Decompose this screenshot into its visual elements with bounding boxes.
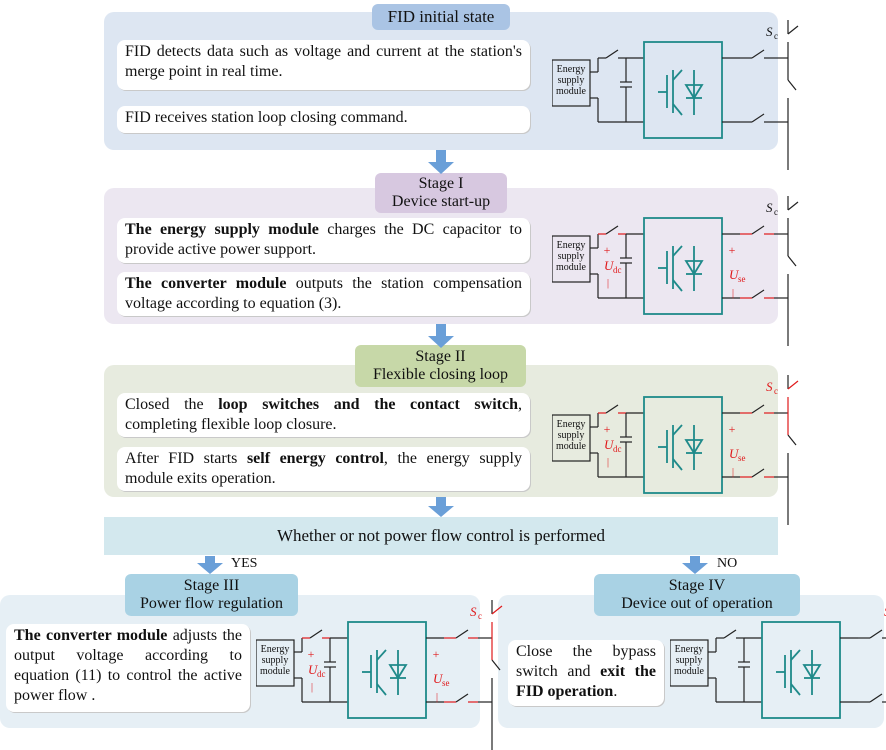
yes-label: YES <box>231 556 258 571</box>
converter-box <box>643 396 723 494</box>
esm-label-3: module <box>674 666 705 677</box>
udc-label: U <box>308 662 319 677</box>
flow-arrows <box>197 150 708 574</box>
arrow-0-1 <box>428 150 454 174</box>
udc-plus: + <box>604 243 611 257</box>
use-sub: se <box>442 678 450 688</box>
esm-label-3: module <box>260 666 291 677</box>
use-plus: + <box>729 243 736 257</box>
use-label: U <box>729 267 740 282</box>
sc-label: S <box>470 604 477 619</box>
arrow-2-decision <box>428 497 454 517</box>
udc-label: U <box>604 437 615 452</box>
sc-sub: c <box>774 207 778 217</box>
stage-2-text-2: After FID starts self energy control, th… <box>117 447 530 491</box>
use-sub: se <box>738 453 746 463</box>
esm-label-1: Energy <box>557 240 586 251</box>
sc-sub: c <box>774 386 778 396</box>
udc-plus: + <box>308 647 315 661</box>
udc-label: U <box>604 258 615 273</box>
use-sub: se <box>738 274 746 284</box>
esm-label-3: module <box>556 441 587 452</box>
no-label: NO <box>717 556 738 571</box>
sc-label: S <box>884 604 886 619</box>
udc-sub: dc <box>317 669 326 679</box>
esm-label-2: supply <box>558 75 585 86</box>
converter-box <box>643 41 723 139</box>
stage-3-text: The converter module adjusts the output … <box>6 624 250 712</box>
arrow-1-2 <box>428 324 454 348</box>
stage-4-text: Close the bypass switch and exit the FID… <box>508 640 664 706</box>
udc-minus: | <box>311 682 313 693</box>
arrow-yes <box>197 556 223 574</box>
converter-box <box>347 621 427 719</box>
esm-label-2: supply <box>558 430 585 441</box>
converter-box <box>643 217 723 315</box>
arrow-no <box>682 556 708 574</box>
energy-supply-module-box <box>670 639 709 687</box>
udc-plus: + <box>604 422 611 436</box>
esm-label-2: supply <box>558 251 585 262</box>
udc-minus: | <box>607 278 609 289</box>
sc-sub: c <box>774 31 778 41</box>
esm-label-1: Energy <box>675 644 704 655</box>
stage-2-text-1: Closed the loop switches and the contact… <box>117 393 530 437</box>
sc-sub: c <box>478 611 482 621</box>
sc-label: S <box>766 24 773 39</box>
energy-supply-module-box <box>552 235 591 283</box>
energy-supply-module-box <box>256 639 295 687</box>
stage-1-text-1: The energy supply module charges the DC … <box>117 218 530 263</box>
stage-0-text-2: FID receives station loop closing comman… <box>117 106 530 133</box>
converter-box <box>761 621 841 719</box>
stage-1-text-2: The converter module outputs the station… <box>117 272 530 316</box>
use-label: U <box>729 446 740 461</box>
esm-label-3: module <box>556 262 587 273</box>
energy-supply-module-box <box>552 414 591 462</box>
stage-0-text-1: FID detects data such as voltage and cur… <box>117 40 530 90</box>
use-minus: | <box>732 467 734 478</box>
decision-banner: Whether or not power flow control is per… <box>104 517 778 555</box>
use-label: U <box>433 671 444 686</box>
udc-sub: dc <box>613 265 622 275</box>
use-minus: | <box>436 692 438 703</box>
esm-label-3: module <box>556 86 587 97</box>
esm-label-1: Energy <box>557 64 586 75</box>
esm-label-2: supply <box>262 655 289 666</box>
esm-label-2: supply <box>676 655 703 666</box>
use-plus: + <box>433 647 440 661</box>
use-minus: | <box>732 288 734 299</box>
sc-label: S <box>766 200 773 215</box>
energy-supply-module-box <box>552 59 591 107</box>
esm-label-1: Energy <box>557 419 586 430</box>
udc-sub: dc <box>613 444 622 454</box>
sc-label: S <box>766 379 773 394</box>
stage-0-title: FID initial state <box>372 4 510 30</box>
udc-minus: | <box>607 457 609 468</box>
use-plus: + <box>729 422 736 436</box>
esm-label-1: Energy <box>261 644 290 655</box>
